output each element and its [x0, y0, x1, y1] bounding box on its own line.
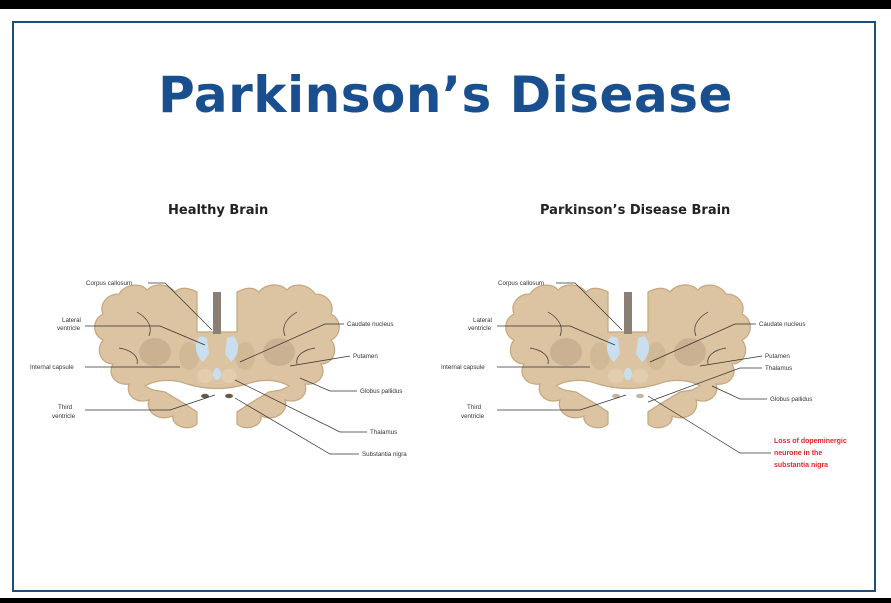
page-title: Parkinson’s Disease [158, 66, 733, 124]
label-substantia-nigra: Substantia nigra [362, 451, 407, 458]
substantia-nigra-marker [636, 393, 644, 399]
label-thalamus: Thalamus [765, 365, 792, 372]
substantia-nigra-marker [225, 393, 233, 399]
label-corpus-callosum: Corpus callosum [498, 280, 544, 287]
label-loss-dopaminergic-2: neurone in the [774, 450, 822, 457]
label-lateral-ventricle-1: Lateral [473, 317, 492, 324]
substantia-nigra-marker [201, 393, 209, 399]
healthy-labels: Corpus callosum Lateral ventricle Intern… [30, 280, 407, 458]
label-globus-pallidus: Globus pallidus [770, 396, 812, 403]
substantia-nigra-marker [612, 393, 620, 399]
label-third-ventricle-1: Third [467, 404, 482, 411]
label-globus-pallidus: Globus pallidus [360, 388, 402, 395]
healthy-brain-heading: Healthy Brain [168, 203, 269, 218]
parkinsons-brain-illustration [505, 284, 751, 429]
label-lateral-ventricle-1: Lateral [62, 317, 81, 324]
label-loss-dopaminergic-1: Loss of dopeminergic [774, 438, 847, 445]
label-internal-capsule: Internal capsule [441, 364, 485, 371]
label-putamen: Putamen [353, 353, 378, 360]
label-internal-capsule: Internal capsule [30, 364, 74, 371]
parkinsons-labels: Corpus callosum Lateral ventricle Intern… [441, 280, 847, 469]
label-third-ventricle-1: Third [58, 404, 73, 411]
label-putamen: Putamen [765, 353, 790, 360]
parkinsons-brain-heading: Parkinson’s Disease Brain [540, 203, 731, 218]
top-black-bar [0, 0, 891, 9]
healthy-brain-illustration [94, 284, 340, 429]
bottom-black-bar [0, 598, 891, 603]
label-lateral-ventricle-2: ventricle [57, 325, 81, 332]
label-thalamus: Thalamus [370, 429, 397, 436]
label-loss-dopaminergic-3: substantia nigra [774, 462, 828, 469]
label-caudate-nucleus: Caudate nucleus [759, 321, 805, 328]
label-caudate-nucleus: Caudate nucleus [347, 321, 393, 328]
label-third-ventricle-2: ventricle [52, 413, 76, 420]
label-third-ventricle-2: ventricle [461, 413, 485, 420]
label-corpus-callosum: Corpus callosum [86, 280, 132, 287]
label-lateral-ventricle-2: ventricle [468, 325, 492, 332]
